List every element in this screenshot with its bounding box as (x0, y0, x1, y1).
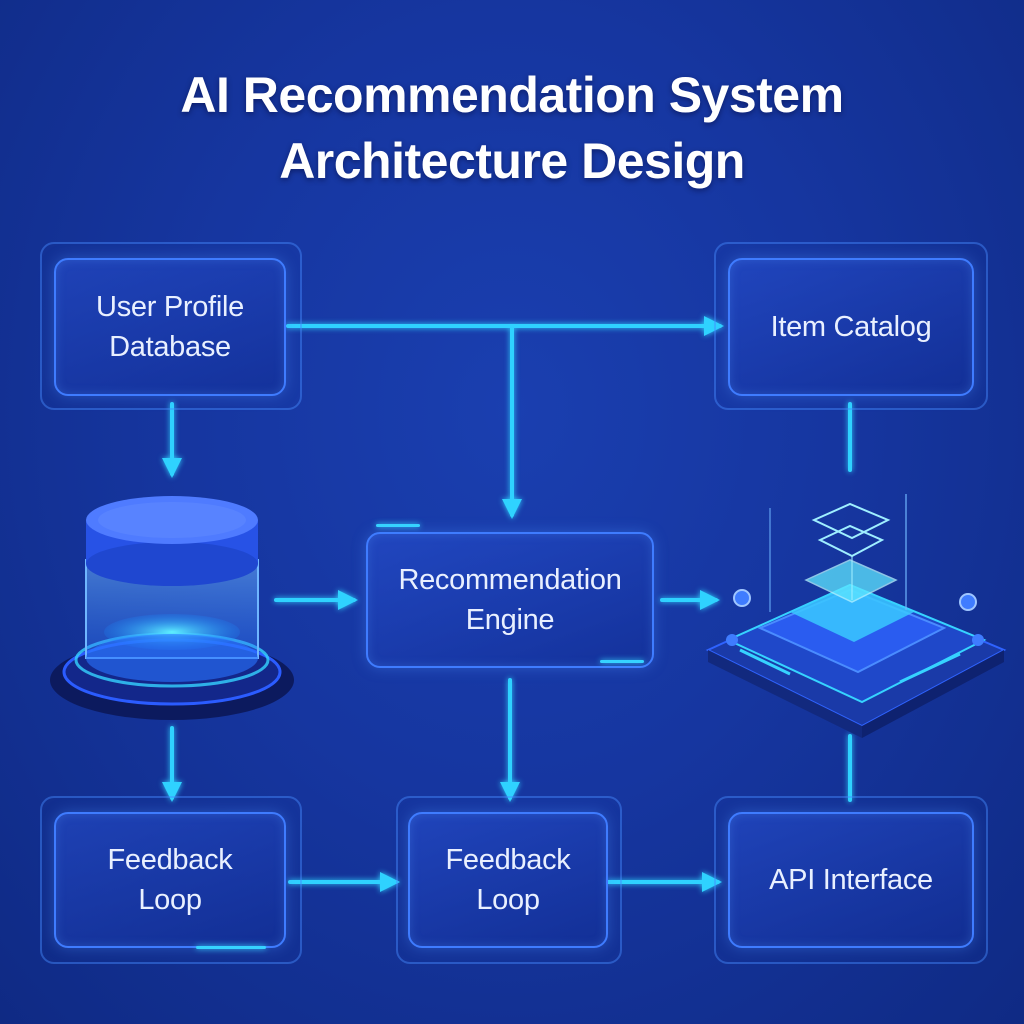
node-recommendation-engine: Recommendation Engine (366, 532, 654, 668)
node-label-line-1: Feedback (445, 844, 571, 876)
engine-accent-bottom (600, 660, 644, 663)
node-label-line-2: Loop (138, 884, 202, 916)
title-line-2: Architecture Design (279, 133, 745, 189)
node-feedback-loop-mid: Feedback Loop (408, 812, 608, 948)
page-title: AI Recommendation System Architecture De… (0, 62, 1024, 194)
title-line-1: AI Recommendation System (180, 67, 844, 123)
database-cylinder-icon (50, 496, 294, 720)
node-label-line-1: Feedback (107, 844, 233, 876)
feedback-left-accent (196, 946, 266, 949)
node-feedback-loop-left: Feedback Loop (54, 812, 286, 948)
engine-accent-top (376, 524, 420, 527)
node-label-line-2: Loop (476, 884, 540, 916)
node-user-profile-database: User Profile Database (54, 258, 286, 396)
processor-chip-icon (705, 494, 1007, 738)
node-label: API Interface (769, 864, 933, 896)
node-api-interface: API Interface (728, 812, 974, 948)
node-label: Item Catalog (770, 311, 932, 343)
node-item-catalog: Item Catalog (728, 258, 974, 396)
node-label-line-1: User Profile (96, 291, 244, 323)
node-label-line-2: Engine (465, 604, 555, 636)
node-label-line-2: Database (109, 331, 231, 363)
node-label-line-1: Recommendation (398, 564, 622, 596)
